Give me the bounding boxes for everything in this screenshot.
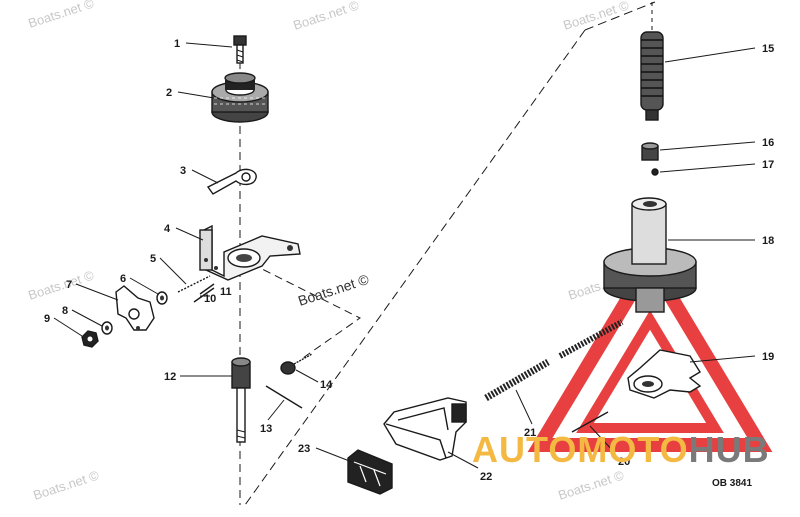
- part-washer-6: [156, 291, 168, 305]
- callout-5: 5: [150, 253, 156, 265]
- callout-4: 4: [164, 223, 171, 235]
- part-rope-21: [484, 319, 624, 402]
- callout-18: 18: [762, 235, 774, 247]
- part-pin-10-11: [193, 283, 215, 303]
- callout-9: 9: [44, 313, 50, 325]
- watermark-main: Boats.net ©: [296, 271, 371, 309]
- callout-labels: 1 2 3 4 5 6 7 8 9 10 11 12 13 14 15 16 1…: [44, 38, 774, 483]
- brand-text-part2: HUB: [689, 429, 770, 470]
- part-pin-13: [265, 385, 303, 409]
- callout-13: 13: [260, 423, 272, 435]
- part-grip-15: [640, 31, 664, 121]
- watermark: Boats.net ©: [561, 0, 631, 33]
- brand-text-part1: AUTOMOTO: [472, 429, 689, 470]
- callout-23: 23: [298, 443, 310, 455]
- callout-7: 7: [66, 279, 72, 291]
- part-washer-8: [101, 321, 113, 335]
- leader-lines: [53, 42, 756, 469]
- callout-3: 3: [180, 165, 186, 177]
- part-insert-23: [347, 449, 393, 495]
- part-nut-9: [81, 330, 99, 348]
- watermark: Boats.net ©: [31, 467, 101, 502]
- svg-text:AUTOMOTOHUB: AUTOMOTOHUB: [472, 429, 770, 470]
- watermark: Boats.net ©: [556, 467, 626, 502]
- drawing-code: OB 3841: [712, 478, 752, 489]
- callout-16: 16: [762, 137, 774, 149]
- callout-17: 17: [762, 159, 774, 171]
- part-pin-20: [571, 411, 609, 433]
- callout-15: 15: [762, 43, 774, 55]
- part-bracket-4: [199, 224, 301, 281]
- callout-8: 8: [62, 305, 68, 317]
- watermark: Boats.net ©: [26, 267, 96, 302]
- part-key-3: [206, 168, 257, 195]
- callout-12: 12: [164, 371, 176, 383]
- watermark: Boats.net ©: [291, 0, 361, 33]
- part-ball-17: [651, 168, 659, 176]
- part-shaft-12: [231, 357, 251, 443]
- callout-2: 2: [166, 87, 172, 99]
- part-bolt-1: [233, 35, 247, 64]
- callout-20: 20: [618, 456, 630, 468]
- watermark: Boats.net ©: [26, 0, 96, 31]
- callout-1: 1: [174, 38, 180, 50]
- part-lever-7: [115, 285, 155, 331]
- brand-logo: AUTOMOTOHUB: [472, 429, 770, 470]
- part-housing-18: [603, 197, 697, 313]
- callout-6: 6: [120, 273, 126, 285]
- part-handle-22: [383, 397, 467, 461]
- part-spring-5: [177, 275, 211, 293]
- callout-10: 10: [204, 293, 216, 305]
- callout-14: 14: [320, 379, 333, 391]
- part-screw-14: [280, 353, 313, 375]
- callout-21: 21: [524, 427, 536, 439]
- callout-11: 11: [220, 286, 232, 298]
- part-gear-2: [211, 72, 269, 123]
- part-bracket-19: [627, 349, 702, 399]
- callout-19: 19: [762, 351, 774, 363]
- part-insert-16: [641, 142, 659, 161]
- callout-22: 22: [480, 471, 492, 483]
